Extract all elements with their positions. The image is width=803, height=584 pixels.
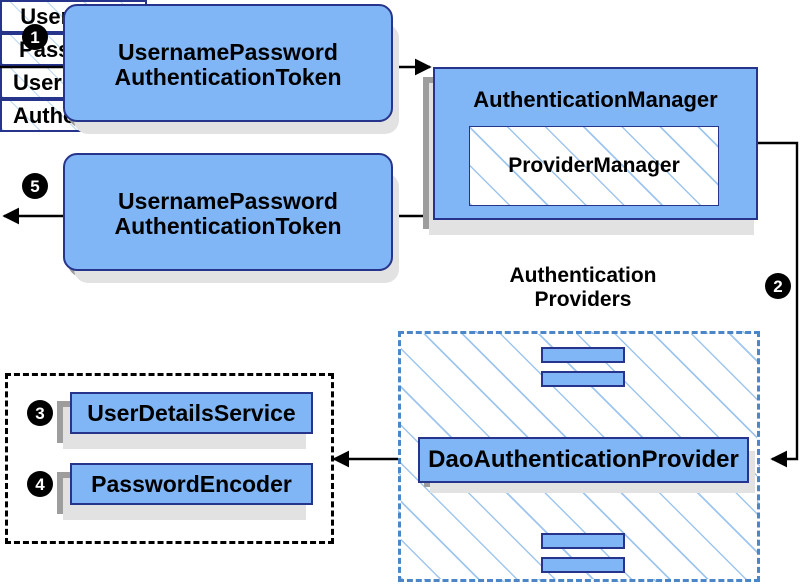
provider-slot-bar-1 bbox=[541, 347, 625, 363]
passwordencoder-box[interactable]: PasswordEncoder bbox=[70, 463, 313, 505]
provider-manager-box[interactable]: ProviderManager bbox=[469, 126, 719, 206]
step-badge-2-number: 2 bbox=[773, 276, 783, 296]
dao-authentication-provider-label: DaoAuthenticationProvider bbox=[428, 446, 739, 473]
step-badge-5: 5 bbox=[22, 173, 48, 199]
request-token-title-line1: UsernamePassword bbox=[118, 38, 338, 65]
step-badge-1: 1 bbox=[22, 24, 48, 50]
step-badge-3-number: 3 bbox=[35, 403, 45, 423]
request-token-title-line2: AuthenticationToken bbox=[114, 64, 342, 90]
authentication-manager-title: AuthenticationManager bbox=[473, 87, 717, 113]
providers-group-title-line2: Providers bbox=[534, 287, 632, 311]
provider-slot-bar-2 bbox=[541, 371, 625, 387]
step-badge-4: 4 bbox=[27, 471, 53, 497]
response-token-title: UsernamePassword AuthenticationToken bbox=[114, 187, 342, 240]
dependencies-container[interactable] bbox=[5, 373, 334, 544]
userdetailsservice-label: UserDetailsService bbox=[87, 399, 296, 426]
request-token-title: UsernamePassword AuthenticationToken bbox=[114, 38, 342, 91]
provider-slot-bar-3 bbox=[541, 533, 625, 549]
wire-manager-to-provider bbox=[758, 141, 799, 468]
passwordencoder-label: PasswordEncoder bbox=[91, 470, 292, 497]
response-token-title-line1: UsernamePassword bbox=[118, 187, 338, 214]
response-token-title-line2: AuthenticationToken bbox=[114, 213, 342, 239]
step-badge-2: 2 bbox=[765, 273, 791, 299]
provider-manager-label: ProviderManager bbox=[508, 154, 680, 177]
provider-slot-bar-4 bbox=[541, 557, 625, 573]
providers-group-title-line1: Authentication bbox=[509, 264, 657, 287]
request-token-card[interactable]: UsernamePassword AuthenticationToken bbox=[63, 4, 393, 122]
response-token-card[interactable]: UsernamePassword AuthenticationToken bbox=[63, 153, 393, 271]
step-badge-3: 3 bbox=[27, 400, 53, 426]
dao-authentication-provider-box[interactable]: DaoAuthenticationProvider bbox=[418, 437, 749, 483]
userdetailsservice-box[interactable]: UserDetailsService bbox=[70, 392, 313, 434]
step-badge-1-number: 1 bbox=[30, 27, 40, 47]
step-badge-5-number: 5 bbox=[30, 176, 40, 196]
providers-group-title: Authentication Providers bbox=[468, 264, 698, 311]
authentication-manager-title-text: AuthenticationManager bbox=[473, 87, 718, 112]
step-badge-4-number: 4 bbox=[35, 474, 45, 494]
